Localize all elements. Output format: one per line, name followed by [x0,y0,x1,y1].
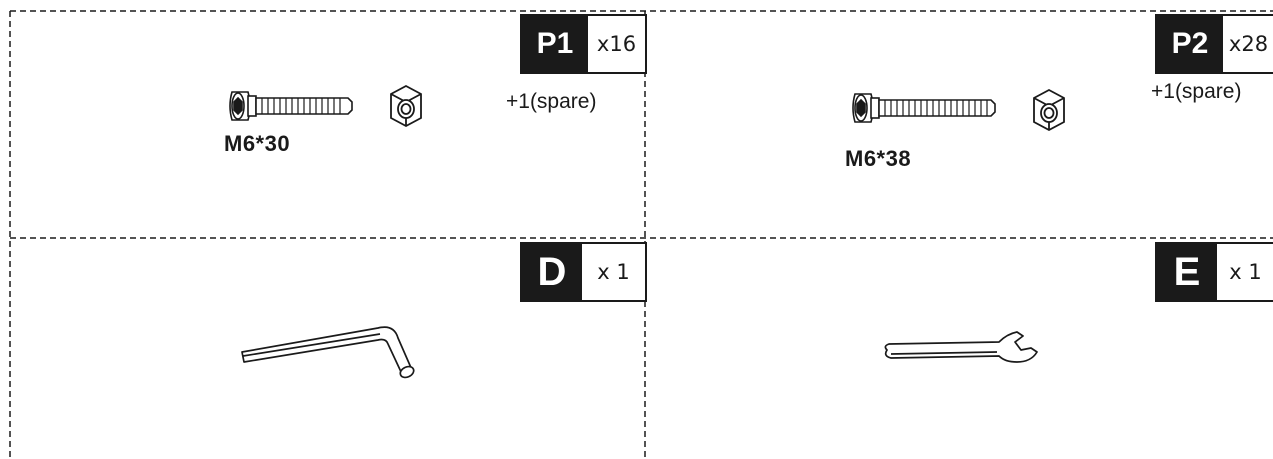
e-quantity: x 1 [1229,260,1262,284]
p1-nut-icon [390,84,422,128]
panel-p1: P1 x16 +1(spare) [10,11,647,238]
panel-p2: P2 x28 +1(spare) [645,11,1273,238]
panel-e: E x 1 [645,238,1273,459]
hex-key-icon [241,326,415,379]
p2-size-label: M6*38 [845,146,912,171]
p1-badge: P1 x16 [520,14,647,74]
p2-part-id: P2 [1157,16,1223,72]
p2-nut-icon [1033,88,1065,132]
d-part-id: D [522,244,582,300]
wrench-icon [884,331,1038,363]
e-part-id: E [1157,244,1217,300]
p2-quantity: x28 [1228,32,1269,56]
p1-quantity: x16 [596,32,637,56]
p1-part-id: P1 [522,16,588,72]
p1-bolt-icon [229,91,353,121]
panel-d: D x 1 [10,238,647,459]
p1-spare-note: +1(spare) [506,90,597,113]
d-badge: D x 1 [520,242,647,302]
d-quantity: x 1 [597,260,630,284]
p2-spare-note: +1(spare) [1151,80,1242,103]
p2-badge: P2 x28 [1155,14,1273,74]
p2-bolt-icon [852,93,996,123]
p1-size-label: M6*30 [224,131,291,156]
e-badge: E x 1 [1155,242,1273,302]
